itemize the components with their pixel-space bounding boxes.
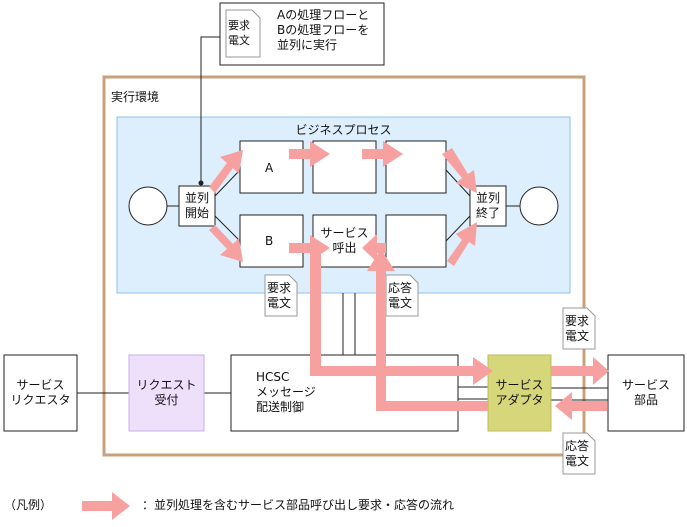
request-reception-label: リクエスト 受付 <box>136 378 197 407</box>
request-reception-box <box>128 354 205 432</box>
requester-label: サービス リクエスタ <box>10 378 71 407</box>
hcsc-label: HCSC メッセージ 配送制御 <box>256 370 316 414</box>
service-call-label: サービス 呼出 <box>320 226 369 255</box>
response-message-outer: 応答 電文 <box>565 439 590 468</box>
environment-frame <box>102 75 586 457</box>
service-part-label: サービス 部品 <box>621 378 670 407</box>
parallel-end-label: 並列 終了 <box>475 191 500 220</box>
request-message-inner: 要求 電文 <box>267 281 292 310</box>
note-text: Aの処理フローと Bの処理フローを 並列に実行 <box>277 8 370 52</box>
start-event <box>128 186 168 226</box>
legend-description: ：並列処理を含むサービス部品呼び出し要求・応答の流れ <box>142 498 455 512</box>
response-message-inner: 応答 電文 <box>388 281 413 310</box>
flow-arrows <box>82 141 609 520</box>
task-b-label: B <box>265 234 274 248</box>
service-adapter-box <box>487 354 552 432</box>
parallel-end-box <box>469 185 507 227</box>
legend-arrow <box>82 492 130 520</box>
message-doc-icons <box>264 274 596 475</box>
parallel-start-label: 並列 開始 <box>184 191 209 220</box>
environment-title: 実行環境 <box>111 90 160 104</box>
requester-box <box>3 354 78 432</box>
task-a-label: A <box>265 161 274 175</box>
business-process-title: ビジネスプロセス <box>295 123 392 137</box>
service-adapter-label: サービス アダプタ <box>495 378 544 407</box>
connector-lines <box>77 36 608 401</box>
request-message-outer: 要求 電文 <box>565 314 590 343</box>
legend-prefix: （凡例） <box>4 498 53 512</box>
parallel-start-box <box>178 185 216 227</box>
note-doc-icon <box>225 9 261 58</box>
note-doc-label: 要求 電文 <box>228 19 250 47</box>
junction-dot <box>198 180 204 186</box>
end-event <box>519 186 559 226</box>
service-part-box <box>607 354 685 432</box>
